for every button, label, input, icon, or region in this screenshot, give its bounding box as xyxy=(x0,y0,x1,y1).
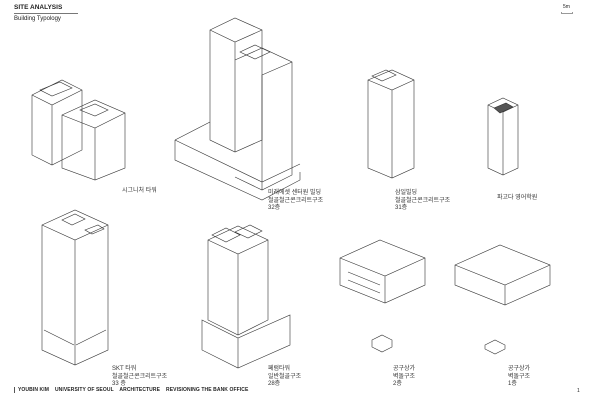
building-structure: 벽돌구조 xyxy=(508,373,531,380)
building-floors: 33 층 xyxy=(112,381,126,387)
building-name: 삼일빌딩 xyxy=(395,190,418,196)
ferrum-tower-drawing xyxy=(201,224,291,369)
scale-bar xyxy=(561,12,573,14)
building-name: 공구상가 xyxy=(393,366,416,372)
building-name: 미래에셋 센터원 빌딩 xyxy=(268,190,322,196)
scale-label: 5m xyxy=(563,4,570,10)
building-label-signature: 시그니처 타워 xyxy=(122,188,157,196)
building-structure: 철골철근콘크리트구조 xyxy=(112,373,168,380)
section-title: SITE ANALYSIS xyxy=(14,4,78,14)
tool-market-2f-drawing xyxy=(339,239,426,353)
section-subtitle: Building Typology xyxy=(14,16,61,22)
building-name: 파고다 영어학원 xyxy=(497,195,538,201)
building-structure: 벽돌구조 xyxy=(393,373,416,380)
building-structure: 철골철근콘크리트구조 xyxy=(395,197,451,204)
building-floors: 2층 xyxy=(393,381,402,387)
signature-tower-drawing xyxy=(31,79,126,181)
building-name: 시그니처 타워 xyxy=(122,188,157,194)
page-number: 1 xyxy=(577,388,580,394)
building-floors: 31층 xyxy=(395,205,408,211)
building-name: 페럼타워 xyxy=(268,366,291,372)
building-floors: 32층 xyxy=(268,205,281,211)
building-label-pagoda: 파고다 영어학원 xyxy=(497,195,537,203)
mirae-asset-drawing xyxy=(174,17,301,201)
skt-tower-drawing xyxy=(41,209,109,366)
footer-credits: YOUBIN KIM UNIVERSITY OF SEOUL ARCHITECT… xyxy=(14,387,248,393)
pagoda-academy-drawing xyxy=(487,97,519,176)
building-name: 공구상가 xyxy=(508,366,531,372)
building-floors: 28층 xyxy=(268,381,281,387)
samil-building-drawing xyxy=(367,69,415,179)
tool-market-1f-drawing xyxy=(454,244,551,355)
building-floors: 1층 xyxy=(508,381,517,387)
building-structure: 일반철골구조 xyxy=(268,373,302,380)
building-name: SKT 타워 xyxy=(112,366,137,372)
building-structure: 철골철근콘크리트구조 xyxy=(268,197,324,204)
